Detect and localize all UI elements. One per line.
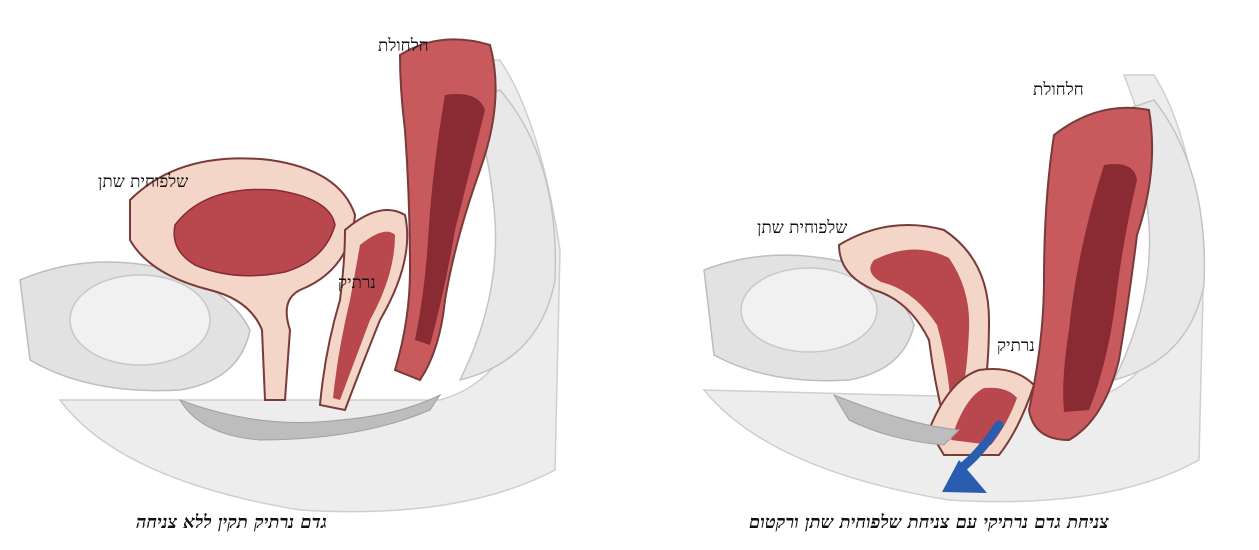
label-vagina: נרתיק xyxy=(997,336,1035,356)
label-rectum: חלחולת xyxy=(1033,80,1084,100)
caption-prolapse: צניחת גדם נרתיקי עם צניחת שלפוחית שתן ור… xyxy=(749,512,1109,533)
anatomy-illustration-prolapse xyxy=(659,0,1259,550)
panel-prolapse: חלחולת שלפוחית שתן נרתיק צניחת גדם נרתיק… xyxy=(659,0,1259,550)
label-rectum: חלחולת xyxy=(378,36,429,56)
anatomy-illustration-normal xyxy=(0,0,600,550)
label-bladder: שלפוחית שתן xyxy=(757,218,847,238)
label-bladder: שלפוחית שתן xyxy=(98,172,188,192)
caption-normal: גדם נרתיק תקין ללא צניחה xyxy=(136,512,327,533)
pubic-symphysis xyxy=(70,275,210,365)
panel-normal-vault: חלחולת שלפוחית שתן נרתיק גדם נרתיק תקין … xyxy=(0,0,600,550)
label-vagina: נרתיק xyxy=(338,273,376,293)
